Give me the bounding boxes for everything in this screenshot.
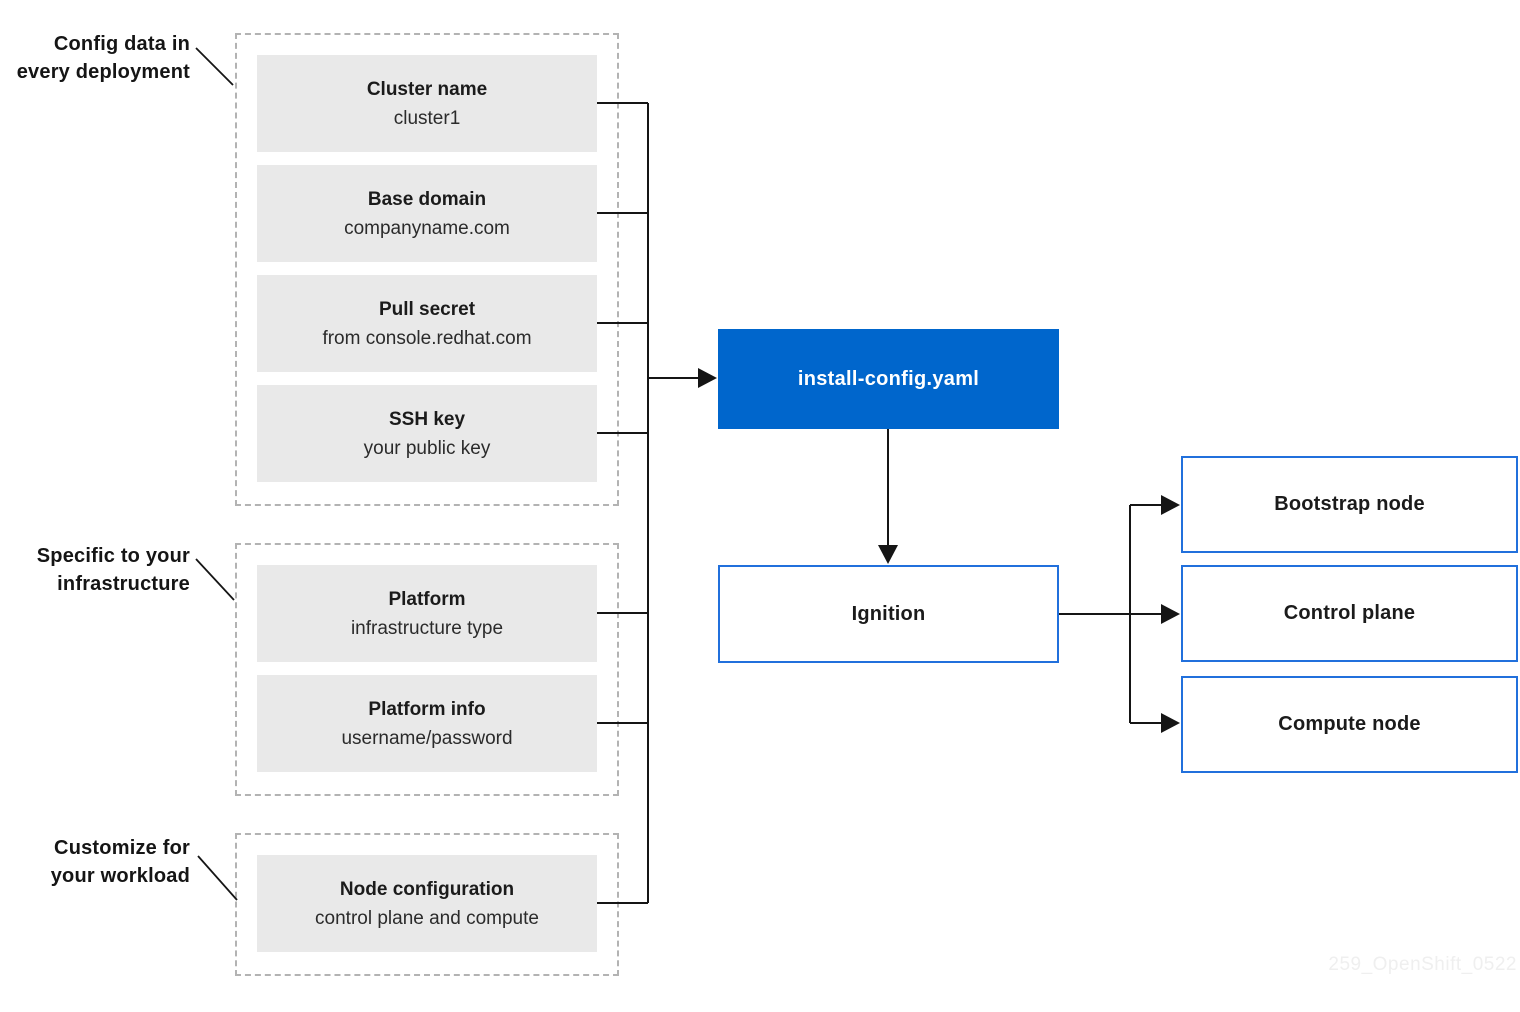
- annotation-line: Specific to your: [36, 545, 190, 567]
- box-subtitle: infrastructure type: [350, 617, 504, 639]
- annotation-customize-workload: Customize for your workload: [0, 834, 190, 890]
- annotation-line: infrastructure: [57, 573, 190, 595]
- group-infrastructure: [235, 543, 619, 796]
- arrowhead-icon-compute: [1161, 713, 1180, 733]
- arrowhead-icon-control-plane: [1161, 604, 1180, 624]
- box-title: SSH key: [388, 408, 466, 430]
- box-title: Cluster name: [366, 78, 488, 100]
- pointer-line-config-data: [195, 47, 234, 86]
- box-title: Platform info: [368, 698, 486, 720]
- box-platform-info: Platform info username/password: [257, 675, 597, 772]
- node-label: Bootstrap node: [1274, 493, 1425, 515]
- group-workload: [235, 833, 619, 976]
- node-label: Compute node: [1278, 713, 1421, 735]
- pointer-line-specific: [195, 558, 235, 601]
- box-ssh-key: SSH key your public key: [257, 385, 597, 482]
- box-title: Platform: [388, 588, 466, 610]
- box-cluster-name: Cluster name cluster1: [257, 55, 597, 152]
- box-platform: Platform infrastructure type: [257, 565, 597, 662]
- box-subtitle: control plane and compute: [315, 907, 539, 929]
- arrowhead-icon-install-config: [698, 368, 717, 388]
- group-every-deployment: [235, 33, 619, 506]
- box-title: Pull secret: [378, 298, 476, 320]
- box-node-configuration: Node configuration control plane and com…: [257, 855, 597, 952]
- pointer-line-customize: [197, 855, 238, 901]
- box-subtitle: cluster1: [393, 107, 461, 129]
- box-base-domain: Base domain companyname.com: [257, 165, 597, 262]
- install-config-box: install-config.yaml: [718, 329, 1059, 429]
- box-subtitle: companyname.com: [344, 217, 510, 239]
- annotation-line: your workload: [50, 865, 190, 887]
- box-pull-secret: Pull secret from console.redhat.com: [257, 275, 597, 372]
- arrowhead-icon-ignition: [878, 545, 898, 564]
- box-title: Node configuration: [339, 878, 515, 900]
- box-subtitle: from console.redhat.com: [322, 327, 532, 349]
- box-subtitle: username/password: [341, 727, 513, 749]
- box-title: Base domain: [367, 188, 487, 210]
- annotation-line: every deployment: [16, 61, 190, 83]
- node-control-plane: Control plane: [1181, 565, 1518, 662]
- watermark: 259_OpenShift_0522: [1328, 954, 1517, 975]
- arrowhead-icon-bootstrap: [1161, 495, 1180, 515]
- annotation-line: Customize for: [54, 837, 190, 859]
- ignition-box: Ignition: [718, 565, 1059, 663]
- node-label: Control plane: [1283, 602, 1416, 624]
- ignition-label: Ignition: [851, 602, 926, 625]
- node-compute: Compute node: [1181, 676, 1518, 773]
- annotation-line: Config data in: [53, 33, 190, 55]
- box-subtitle: your public key: [363, 437, 491, 459]
- install-config-label: install-config.yaml: [797, 367, 980, 390]
- annotation-config-data: Config data in every deployment: [0, 30, 190, 86]
- node-bootstrap: Bootstrap node: [1181, 456, 1518, 553]
- annotation-specific-infrastructure: Specific to your infrastructure: [0, 542, 190, 598]
